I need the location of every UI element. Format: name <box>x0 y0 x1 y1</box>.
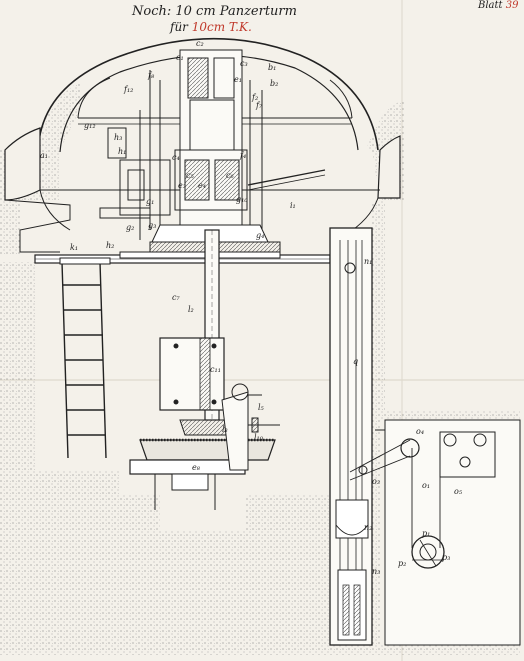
label-f2: f₂ <box>251 93 258 102</box>
label-l5: l₅ <box>258 403 265 412</box>
label-e3: e₃ <box>178 181 186 190</box>
label-o4: o₄ <box>416 427 424 436</box>
label-b2: b₂ <box>270 79 278 88</box>
drawing-subtitle: für 10cm T.K. <box>170 20 252 34</box>
label-b1: b₁ <box>268 63 276 72</box>
label-g10: g₁₀ <box>236 195 248 204</box>
armored-cupola <box>37 37 379 153</box>
gun-carriage <box>99 49 326 243</box>
label-a1: a₁ <box>40 151 48 160</box>
label-p1: p₁ <box>422 529 430 538</box>
label-c7: c₇ <box>172 293 180 302</box>
component-labels: a₁ b₁ b₂ c₁ c₂ c₃ c₄ c₅ c₆ c₇ c₁₁ e₁ e₃ … <box>40 39 463 576</box>
label-c4: c₄ <box>172 153 180 162</box>
label-c2: c₂ <box>196 39 204 48</box>
label-g12: g₁₂ <box>84 121 96 130</box>
label-h3: h₃ <box>114 133 122 142</box>
label-p3: p₃ <box>442 553 450 562</box>
label-o3: o₃ <box>372 477 380 486</box>
label-l3: l₃ <box>222 425 228 434</box>
label-o5: o₅ <box>454 487 463 496</box>
winch-room <box>349 419 521 646</box>
label-e1: e₁ <box>234 75 242 84</box>
label-p2: p₂ <box>398 559 406 568</box>
label-o1: o₁ <box>422 481 430 490</box>
subtitle-red: 10cm T.K. <box>191 20 252 34</box>
label-k1: k₁ <box>70 243 78 252</box>
lift-shaft <box>329 227 373 646</box>
sheet-prefix: Blatt <box>478 0 503 11</box>
label-g4: g₄ <box>256 231 264 240</box>
label-g1: g₁ <box>146 197 154 206</box>
label-q: q <box>353 357 358 366</box>
sheet-label: Blatt 39 <box>478 0 518 11</box>
label-l10: l₁₀ <box>254 433 264 442</box>
subtitle-prefix: für <box>170 20 188 34</box>
label-n3: n₃ <box>372 567 380 576</box>
label-n1: n₁ <box>364 257 372 266</box>
label-c11: c₁₁ <box>210 365 221 374</box>
label-c5: c₅ <box>186 171 194 180</box>
label-n2: n₂ <box>364 523 372 532</box>
label-g3: g₃ <box>148 221 156 230</box>
label-f12: f₁₂ <box>123 85 133 94</box>
label-f8: f₈ <box>147 71 155 80</box>
label-e4: e₄ <box>198 181 206 190</box>
access-ladder <box>59 257 111 459</box>
label-g2: g₂ <box>126 223 134 232</box>
drawing-title: Noch: 10 cm Panzerturm <box>132 4 297 19</box>
sheet-number: 39 <box>505 0 519 11</box>
label-c3: c₃ <box>240 59 248 68</box>
label-l2: l₂ <box>188 305 194 314</box>
label-e8: e₈ <box>192 463 201 472</box>
traverse-gearbox <box>221 383 280 471</box>
label-h2: h₂ <box>106 241 114 250</box>
label-f4: f₄ <box>239 151 246 160</box>
label-c6: c₆ <box>226 171 234 180</box>
label-c1: c₁ <box>176 53 184 62</box>
label-h1: h₁ <box>118 147 126 156</box>
label-f7: f₇ <box>255 101 263 110</box>
label-i1: i₁ <box>290 201 296 210</box>
